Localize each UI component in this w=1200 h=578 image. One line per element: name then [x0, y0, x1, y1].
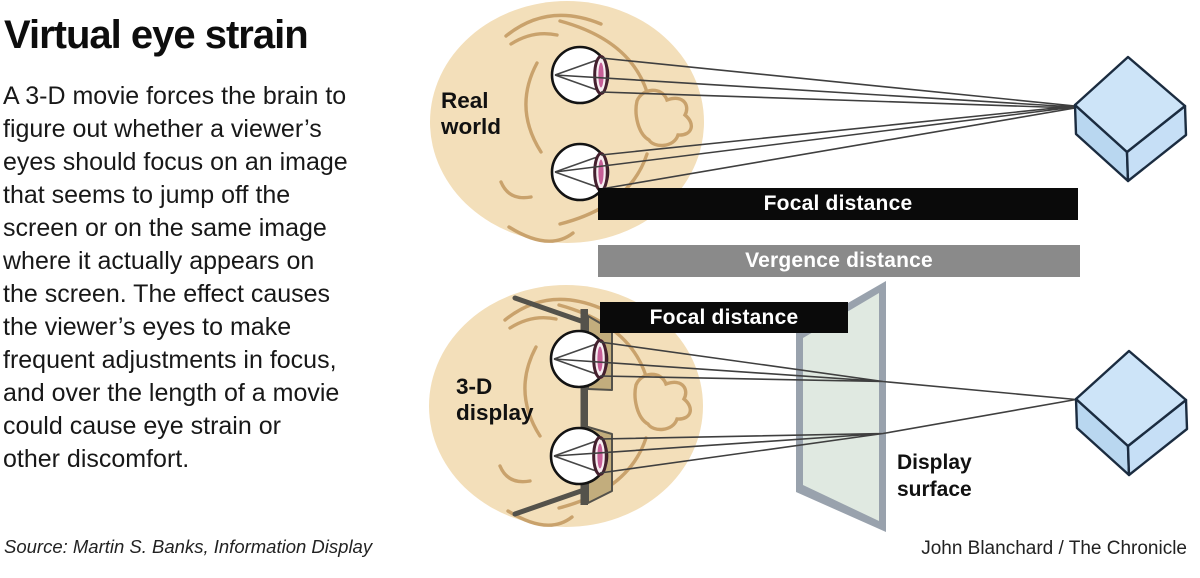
intro-line: the viewer’s eyes to make — [3, 313, 292, 341]
3d-display-label: 3-D display — [456, 374, 534, 425]
3d-display-head — [427, 283, 705, 529]
focal-distance-bar-top: Focal distance — [598, 188, 1078, 220]
display-surface-panel — [796, 281, 886, 532]
intro-line: frequent adjustments in focus, — [3, 346, 337, 374]
source-credit: Source: Martin S. Banks, Information Dis… — [4, 536, 373, 557]
focal-distance-label: Focal distance — [763, 192, 913, 215]
artist-credit: John Blanchard / The Chronicle — [921, 538, 1187, 559]
page-title: Virtual eye strain — [4, 13, 309, 57]
vergence-distance-label: Vergence distance — [745, 249, 933, 272]
intro-line: that seems to jump off the — [3, 181, 291, 209]
intro-line: figure out whether a viewer’s — [3, 115, 322, 143]
real-object-cube-icon — [1073, 55, 1188, 183]
intro-line: where it actually appears on — [3, 247, 315, 275]
intro-line: and over the length of a movie — [3, 379, 340, 407]
vergence-distance-bar: Vergence distance — [598, 245, 1080, 277]
intro-line: could cause eye strain or — [3, 412, 281, 440]
intro-line: A 3-D movie forces the brain to — [3, 82, 347, 110]
virtual-object-cube-icon — [1074, 349, 1189, 477]
intro-line: other discomfort. — [3, 445, 190, 473]
focal-distance-label: Focal distance — [649, 305, 799, 329]
intro-line: eyes should focus on an image — [3, 148, 348, 176]
intro-line: screen or on the same image — [3, 214, 327, 242]
sight-rays — [553, 57, 1077, 474]
intro-paragraph: A 3-D movie forces the brain to figure o… — [3, 80, 433, 476]
focal-distance-bar-bottom: Focal distance — [600, 302, 848, 333]
display-surface-label: Display surface — [897, 451, 972, 501]
real-world-label: Real world — [441, 88, 501, 139]
intro-line: the screen. The effect causes — [3, 280, 331, 308]
